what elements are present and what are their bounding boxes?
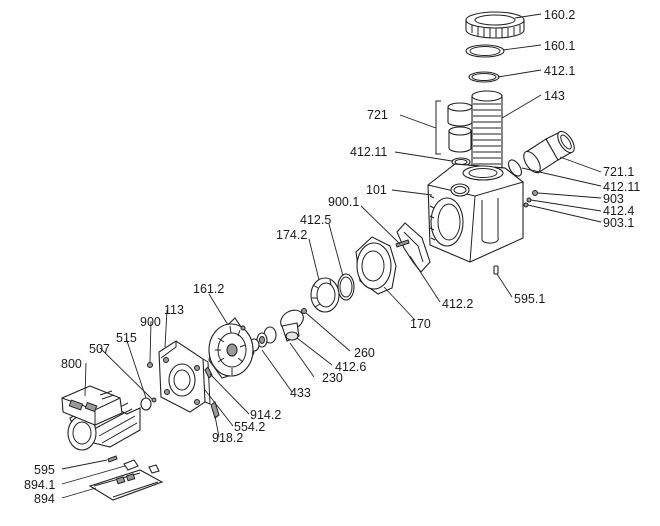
- wear-ring-174-2: [310, 277, 340, 313]
- label-101: 101: [366, 183, 387, 197]
- screw-914-2: [204, 366, 213, 379]
- cover-o-ring: [468, 71, 500, 83]
- motor-800: [61, 385, 141, 451]
- label-721: 721: [367, 108, 388, 122]
- label-412-11-side: 412.11: [603, 180, 640, 194]
- label-113: 113: [164, 303, 184, 317]
- screw-595: [107, 455, 118, 463]
- label-412-2: 412.2: [442, 297, 473, 311]
- impeller-230: [280, 309, 304, 342]
- clip-894-1: [123, 459, 160, 474]
- label-143: 143: [544, 89, 565, 103]
- splash-ring-507: [151, 397, 157, 403]
- pump-housing: [427, 163, 525, 263]
- label-903-1: 903.1: [603, 216, 634, 230]
- adapter-group-721: [435, 100, 473, 155]
- strainer-cover-nut: [465, 11, 525, 39]
- seal-ring-412-2: [396, 222, 431, 273]
- part-number-labels: 160.2 160.1 412.1 143 721 412.11 101 721…: [24, 8, 640, 506]
- label-160-1: 160.1: [544, 39, 575, 53]
- label-412-6: 412.6: [335, 360, 366, 374]
- seal-plate-161-2: [208, 317, 255, 379]
- label-412-11-top: 412.11: [350, 145, 387, 159]
- screw-918-2: [210, 401, 220, 419]
- label-900: 900: [140, 315, 161, 329]
- label-894-1: 894.1: [24, 478, 55, 492]
- label-412-4: 412.4: [603, 204, 634, 218]
- label-554-2: 554.2: [234, 420, 265, 434]
- label-260: 260: [354, 346, 375, 360]
- label-914-2: 914.2: [250, 408, 281, 422]
- label-161-2: 161.2: [193, 282, 224, 296]
- label-800: 800: [61, 357, 82, 371]
- label-174-2: 174.2: [276, 228, 307, 242]
- seal-515: [140, 397, 152, 411]
- o-ring-412-5: [337, 273, 355, 301]
- motor-bracket-113: [158, 340, 211, 413]
- side-adapter-721-1: [523, 130, 575, 174]
- label-595: 595: [34, 463, 55, 477]
- side-o-ring: [507, 159, 523, 177]
- label-721-1: 721.1: [603, 165, 634, 179]
- label-412-1: 412.1: [544, 64, 575, 78]
- label-918-2: 918.2: [212, 431, 243, 445]
- washer-900: [147, 362, 153, 368]
- label-900-1: 900.1: [328, 195, 359, 209]
- diffuser-170: [355, 236, 397, 295]
- label-230: 230: [322, 371, 343, 385]
- label-894: 894: [34, 492, 55, 506]
- insert-595-1: [493, 265, 499, 275]
- label-412-5: 412.5: [300, 213, 331, 227]
- strainer-basket: [471, 90, 503, 176]
- base-plate-894: [88, 469, 164, 501]
- leader-lines: [61, 13, 602, 499]
- screw-900-1: [395, 239, 410, 248]
- label-170: 170: [410, 317, 431, 331]
- shaft-nut-260: [301, 308, 307, 314]
- label-433: 433: [290, 386, 311, 400]
- drain-plugs: [523, 190, 538, 208]
- mechanical-seal-433: [248, 326, 277, 352]
- strainer-cover-lid: [465, 44, 505, 58]
- label-903: 903: [603, 192, 624, 206]
- label-160-2: 160.2: [544, 8, 575, 22]
- label-507: 507: [89, 342, 110, 356]
- label-595-1: 595.1: [514, 292, 545, 306]
- label-515: 515: [116, 331, 137, 345]
